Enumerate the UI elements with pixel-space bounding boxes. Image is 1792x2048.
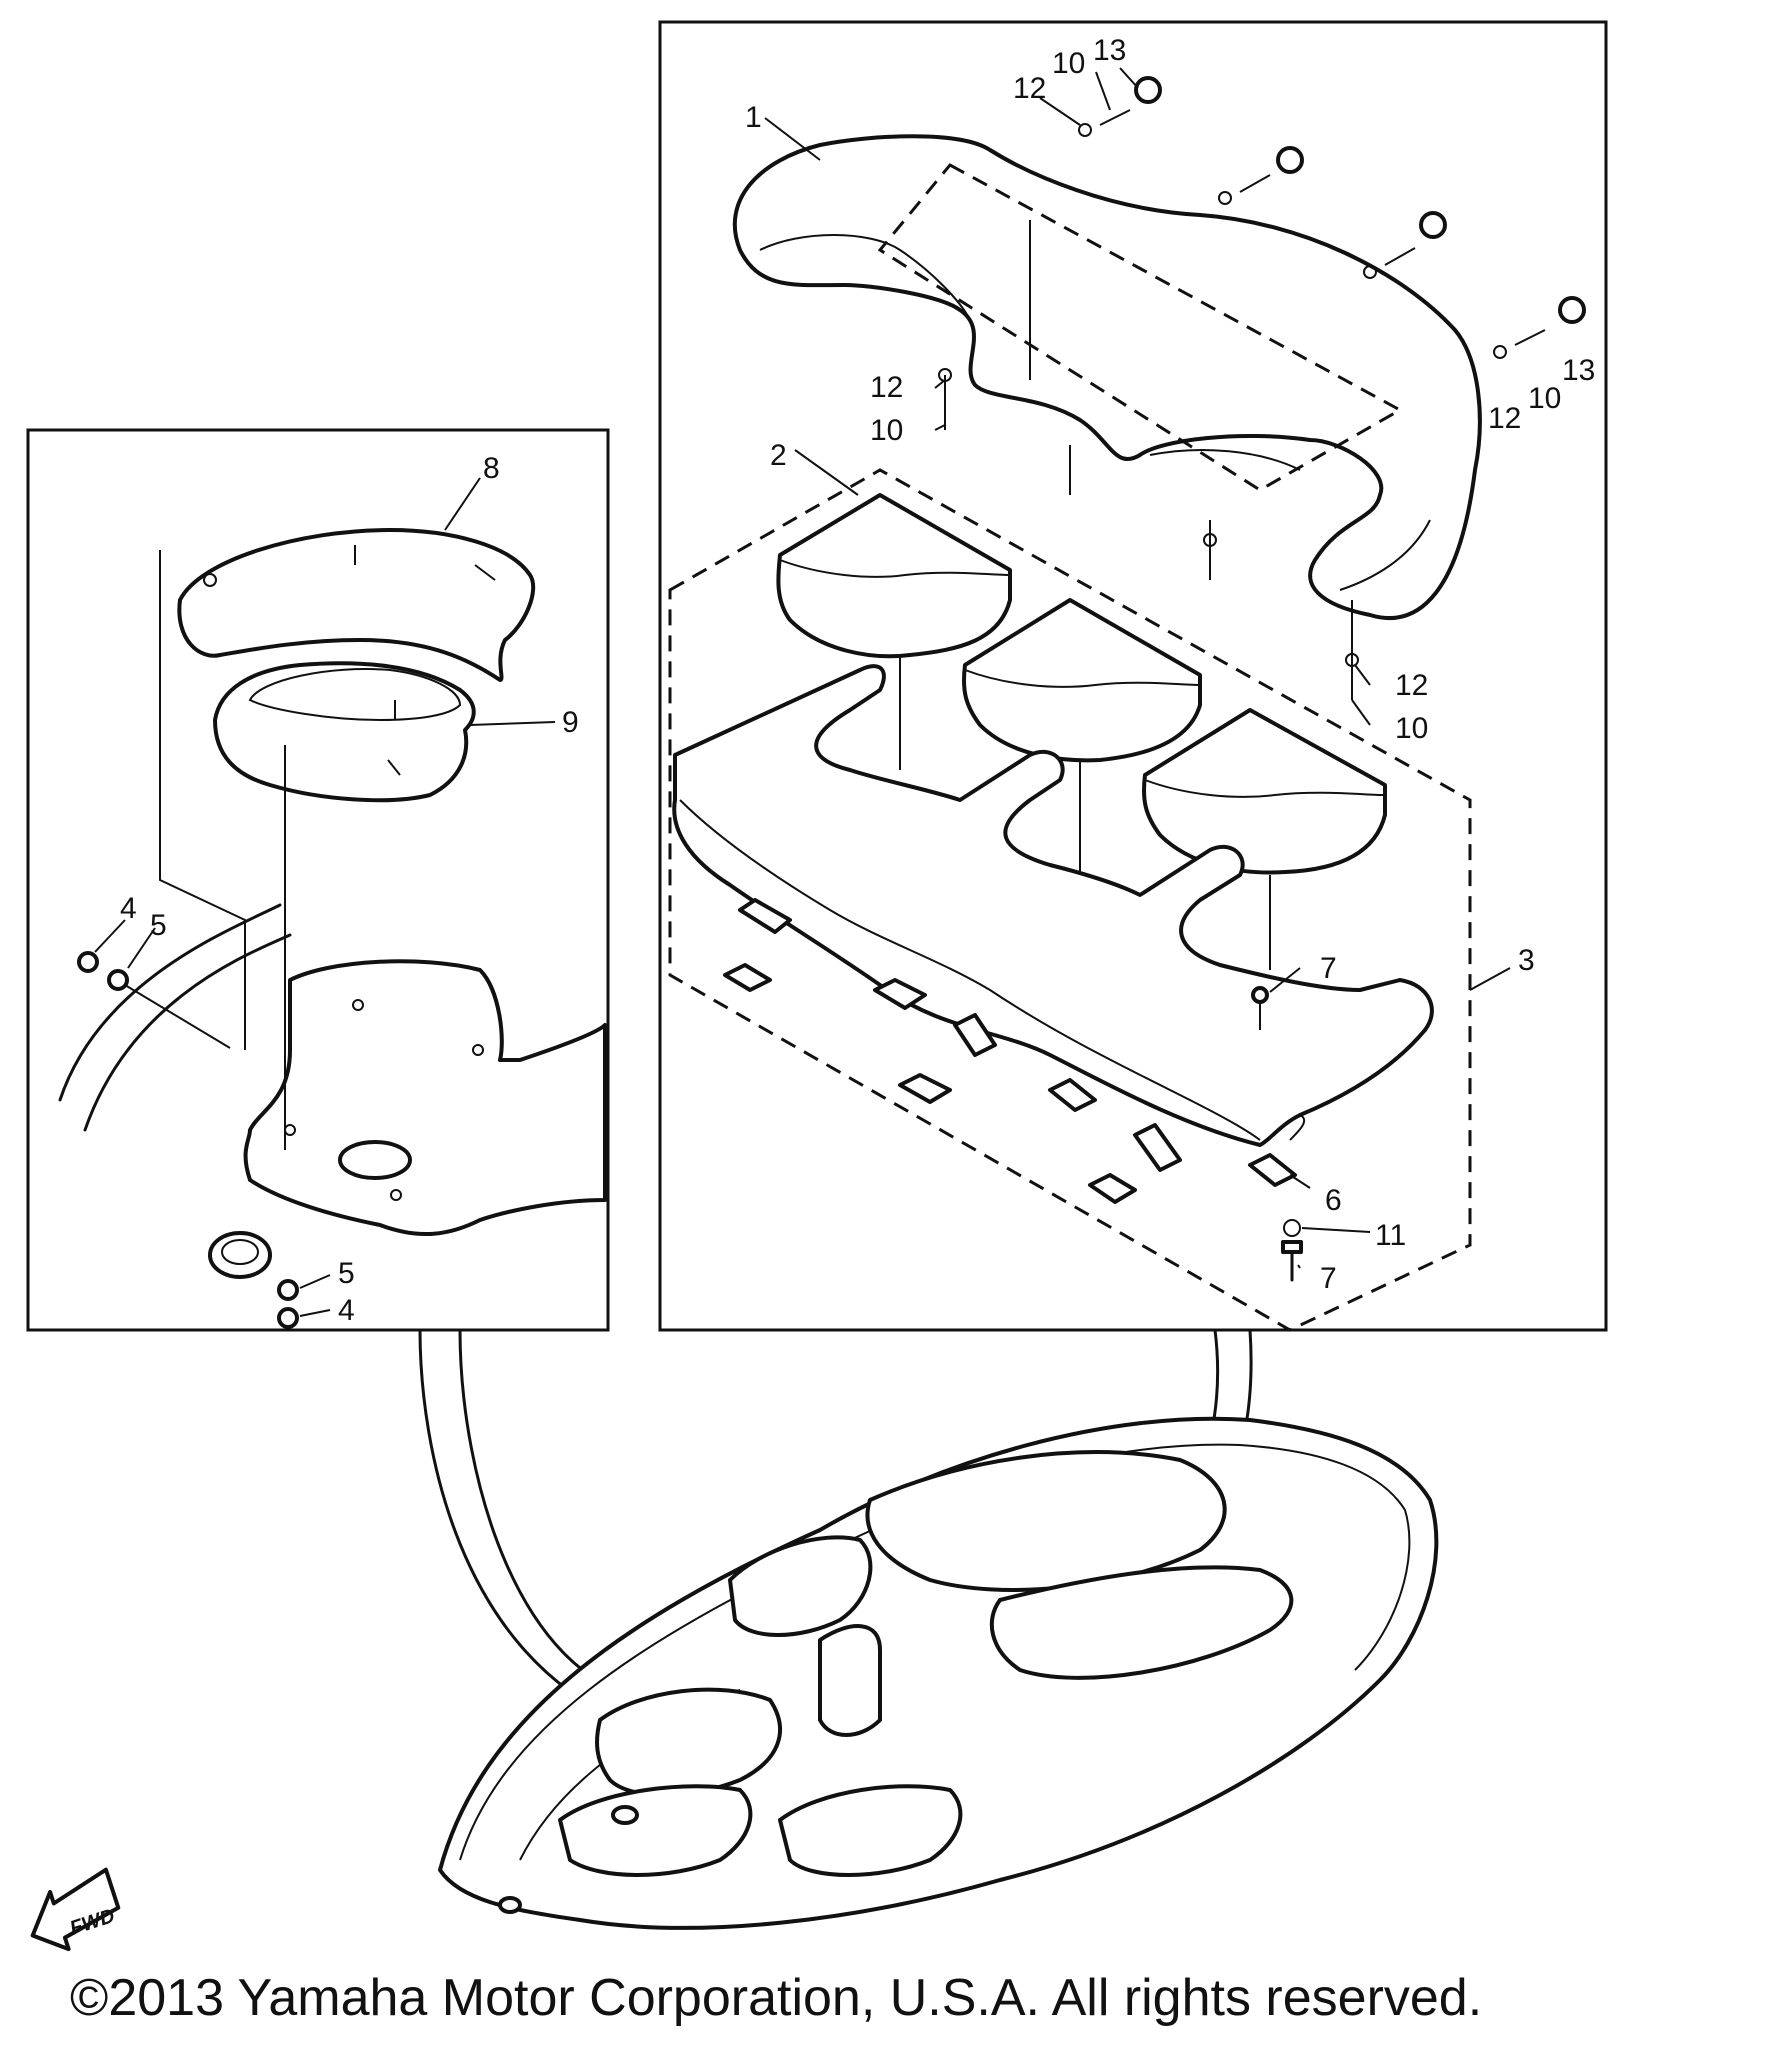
seat-cushion-front [776, 493, 1012, 659]
callout-10-mid-left: 10 [870, 414, 903, 447]
backrest-fasteners [938, 76, 1586, 1282]
callout-5-left-top: 5 [150, 909, 167, 942]
callout-10-top: 10 [1052, 47, 1085, 80]
front-seat-base [213, 661, 476, 803]
callout-6: 6 [1325, 1184, 1342, 1217]
seat-brackets [723, 898, 1297, 1204]
callout-8: 8 [483, 452, 500, 485]
boat-hull [438, 1416, 1439, 1930]
seat-cushion-middle [961, 598, 1202, 763]
callout-11: 11 [1375, 1219, 1406, 1252]
callout-5-left-bottom: 5 [338, 1257, 355, 1290]
callout-7-upper: 7 [1320, 952, 1337, 985]
backrest-mount-outline [877, 163, 1404, 492]
callout-12-top: 12 [1013, 72, 1046, 105]
callout-12-lower-right: 12 [1395, 669, 1428, 702]
callout-4-left-top: 4 [120, 892, 137, 925]
left-detail-frame [26, 428, 610, 1332]
callout-12-mid-left: 12 [870, 371, 903, 404]
callout-12-right: 12 [1488, 402, 1521, 435]
backrest-cushion [732, 134, 1482, 620]
callout-4-left-bottom: 4 [338, 1294, 355, 1327]
front-seat-cushion [177, 528, 536, 682]
callout-leaders [94, 67, 1511, 1317]
callout-13-right: 13 [1562, 354, 1595, 387]
front-seat-console [58, 745, 607, 1329]
copyright-notice: ©2013 Yamaha Motor Corporation, U.S.A. A… [70, 1969, 1483, 2027]
seat-base-mount-outline [668, 468, 1472, 1332]
callout-9: 9 [562, 706, 579, 739]
callout-2: 2 [770, 439, 787, 472]
front-seat-mount-outline [159, 550, 246, 1050]
callout-7-lower: 7 [1320, 1262, 1337, 1295]
right-detail-frame [658, 20, 1608, 1332]
seat-base-frame [672, 664, 1434, 1147]
callout-13-top: 13 [1093, 34, 1126, 67]
seat-cushion-rear [1141, 708, 1387, 875]
fwd-arrow-icon: FWD [30, 1867, 121, 1952]
callout-10-right: 10 [1528, 382, 1561, 415]
callout-10-lower-right: 10 [1395, 712, 1428, 745]
callout-3: 3 [1518, 944, 1535, 977]
callout-1: 1 [745, 101, 762, 134]
